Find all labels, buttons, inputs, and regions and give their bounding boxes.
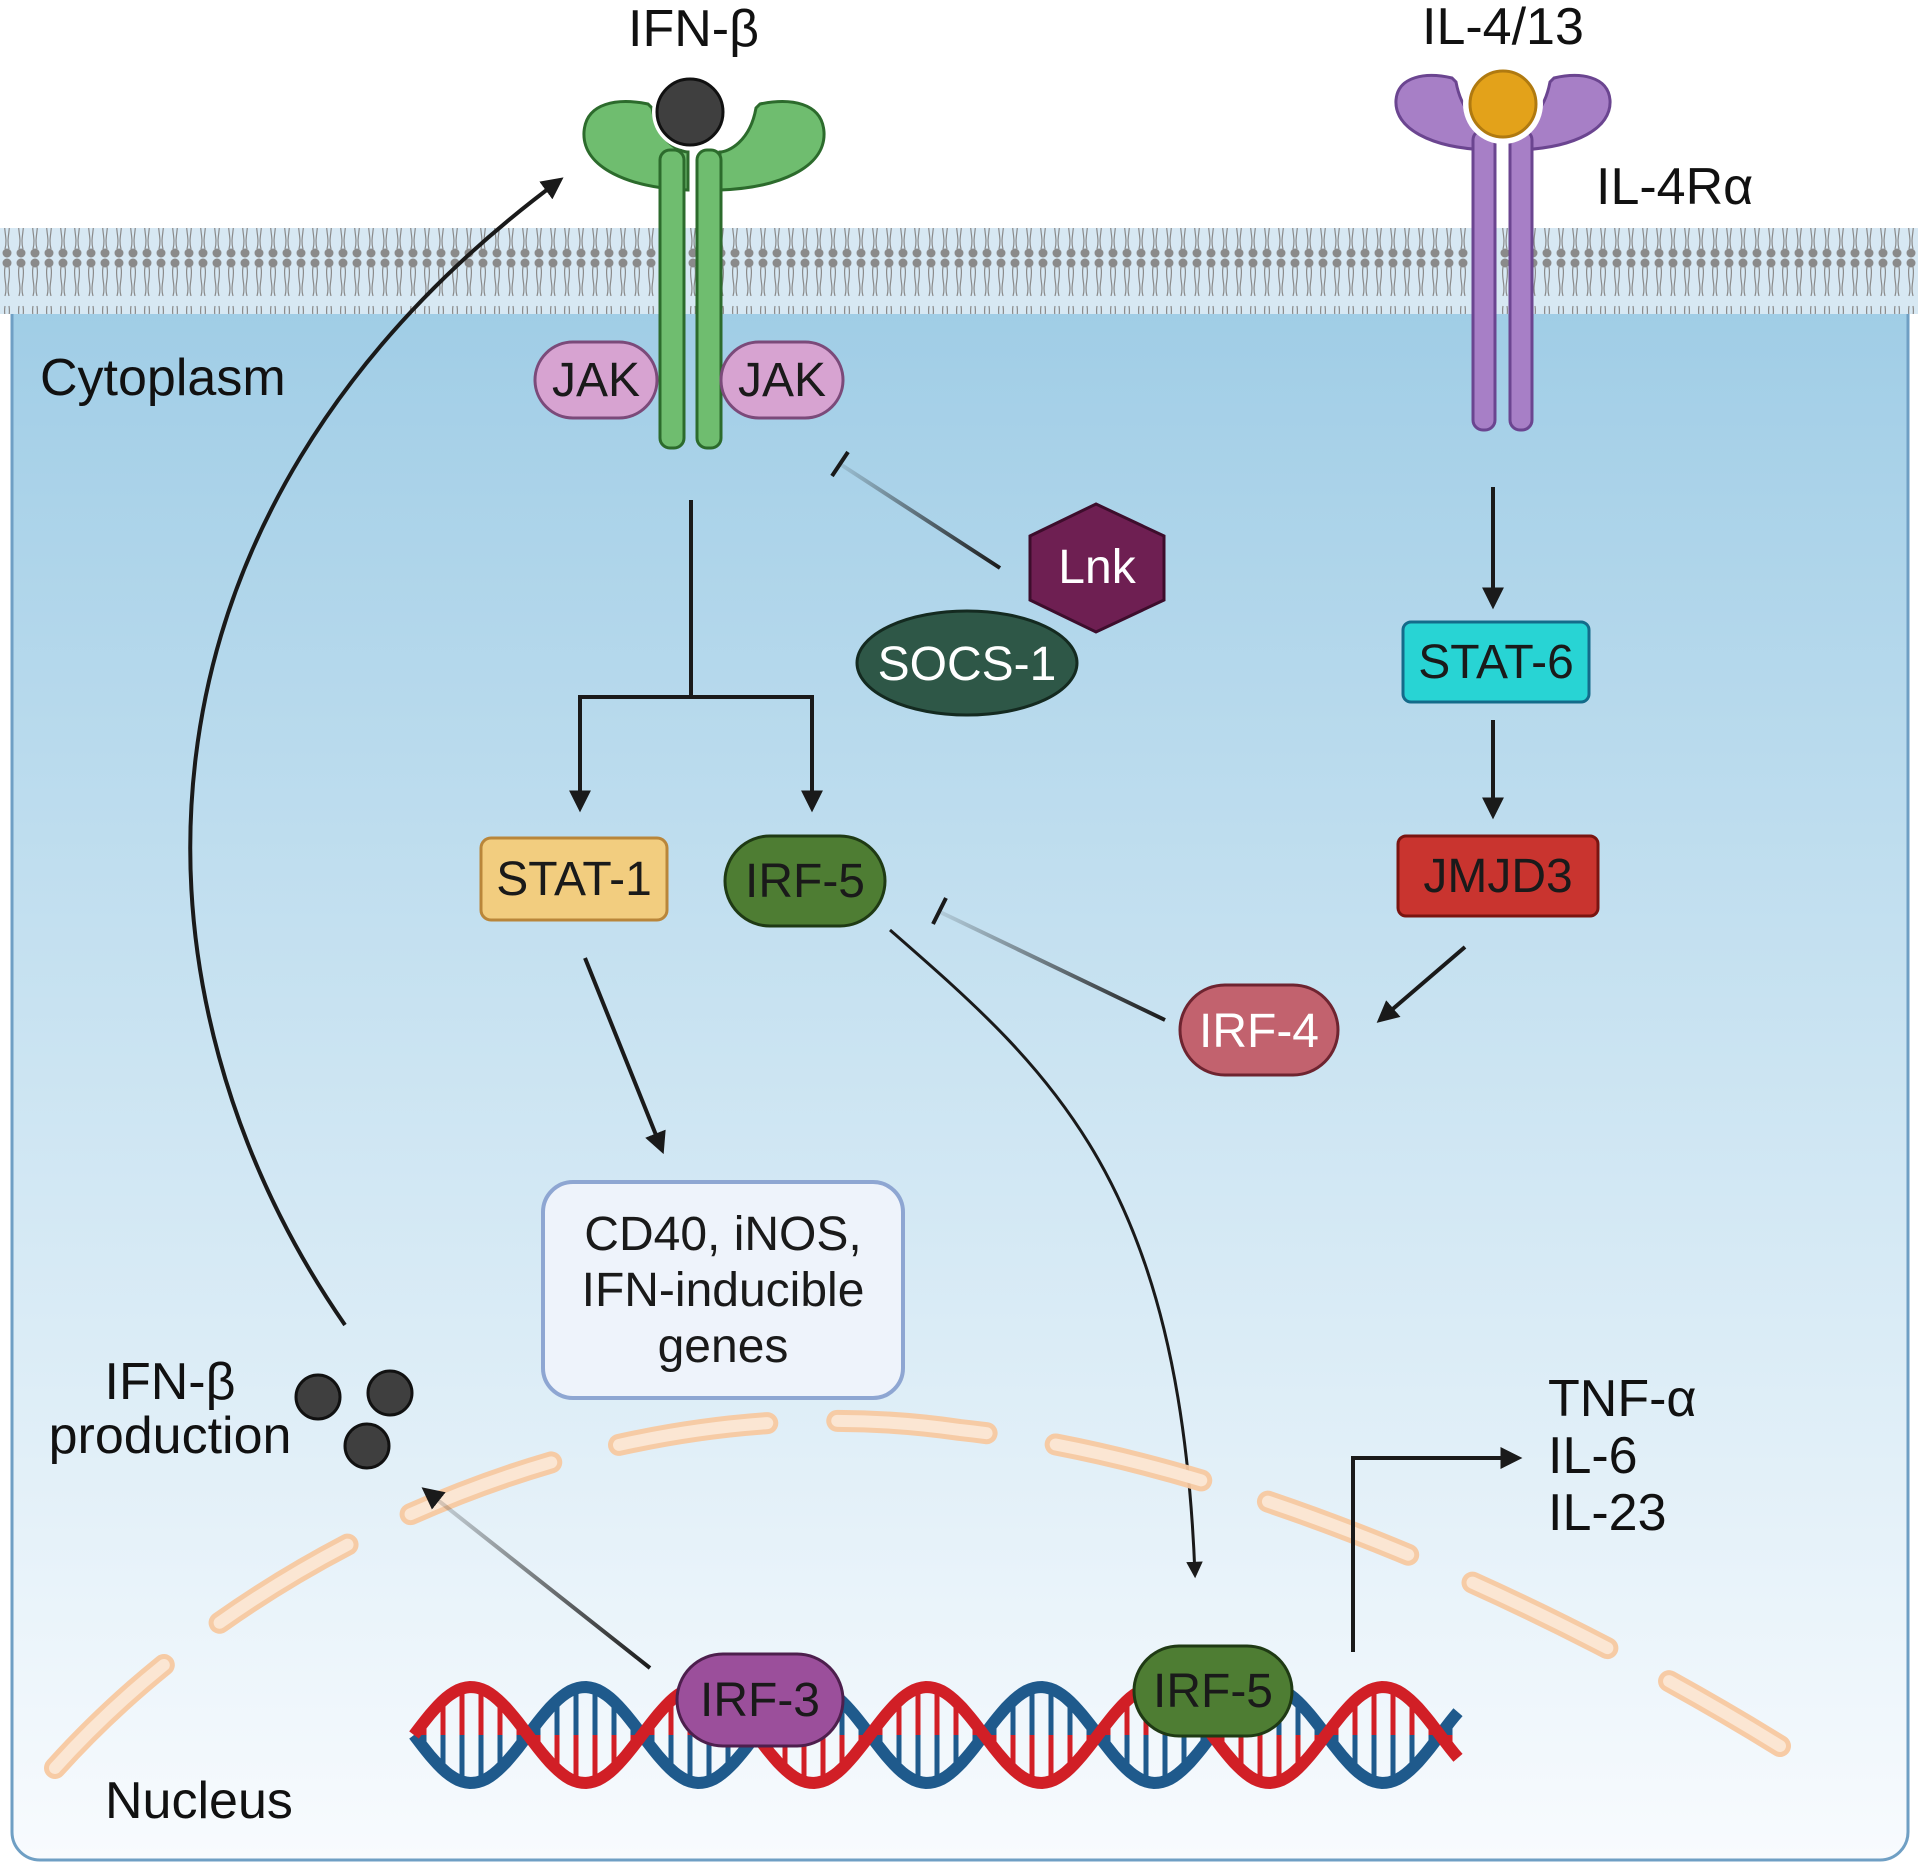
irf-4-label: IRF-4 [1199, 1005, 1319, 1058]
ifn-beta-particles [294, 1369, 414, 1470]
irf-5-nuclear-label: IRF-5 [1153, 1665, 1273, 1718]
irf5-nuclear-translocation-arrow [889, 928, 1203, 1579]
irf-5-nuclear: IRF-5 [1132, 1644, 1294, 1738]
output-il-23: IL-23 [1548, 1484, 1667, 1542]
transcription-output-arrow [1351, 1447, 1523, 1652]
jak-left: JAK [533, 340, 659, 420]
ifn-signal-branch-arrows [569, 500, 823, 813]
ifnb-feedback-arrow [188, 177, 564, 1327]
genes-line-1: CD40, iNOS, [584, 1208, 861, 1261]
irf3-to-ifnb-arrow [421, 1487, 652, 1670]
socs-1-label: SOCS-1 [878, 638, 1057, 691]
output-il-6: IL-6 [1548, 1427, 1638, 1485]
cell-body [10, 238, 1910, 1862]
lnk-socs1-inhibition [830, 450, 1002, 570]
lnk-label: Lnk [1058, 541, 1136, 594]
jak-right-label: JAK [738, 354, 826, 407]
target-genes-box: CD40, iNOS, IFN-inducible genes [541, 1180, 905, 1400]
socs-1: SOCS-1 [855, 609, 1079, 717]
stat-1: STAT-1 [479, 836, 669, 922]
irf-5-cytoplasmic: IRF-5 [723, 834, 887, 928]
jak-right: JAK [719, 340, 845, 420]
genes-line-3: genes [658, 1320, 789, 1373]
stat1-to-genes-arrow [583, 957, 666, 1155]
irf-4: IRF-4 [1178, 983, 1340, 1077]
jak-left-label: JAK [552, 354, 640, 407]
jmjd3: JMJD3 [1396, 834, 1600, 918]
nucleus-label: Nucleus [105, 1772, 293, 1830]
output-tnf-alpha: TNF-α [1548, 1370, 1696, 1428]
il-4ra-receptor-label: IL-4Rα [1596, 158, 1753, 216]
irf-3: IRF-3 [675, 1652, 845, 1748]
il-4-13-ligand-label: IL-4/13 [1422, 0, 1584, 56]
lnk: Lnk [1028, 502, 1166, 634]
ifn-beta-production-label-1: IFN-β [105, 1353, 236, 1411]
cell-membrane [0, 228, 1918, 314]
ifn-beta-ligand-label: IFN-β [628, 0, 759, 58]
jmjd3-to-irf4-arrow [1376, 945, 1467, 1023]
ifn-beta-ligand [655, 77, 725, 147]
irf4-inhibits-irf5 [931, 897, 1166, 1022]
stat-6-label: STAT-6 [1418, 636, 1574, 689]
irf-3-label: IRF-3 [700, 1674, 820, 1727]
stat-6: STAT-6 [1401, 620, 1591, 704]
il-4-13-ligand [1468, 69, 1538, 139]
irf-5-cytoplasmic-label: IRF-5 [745, 855, 865, 908]
ifn-beta-production-label-2: production [49, 1407, 292, 1465]
genes-line-2: IFN-inducible [582, 1264, 865, 1317]
stat-1-label: STAT-1 [496, 853, 652, 906]
jmjd3-label: JMJD3 [1423, 850, 1572, 903]
cytoplasm-label: Cytoplasm [40, 349, 286, 407]
